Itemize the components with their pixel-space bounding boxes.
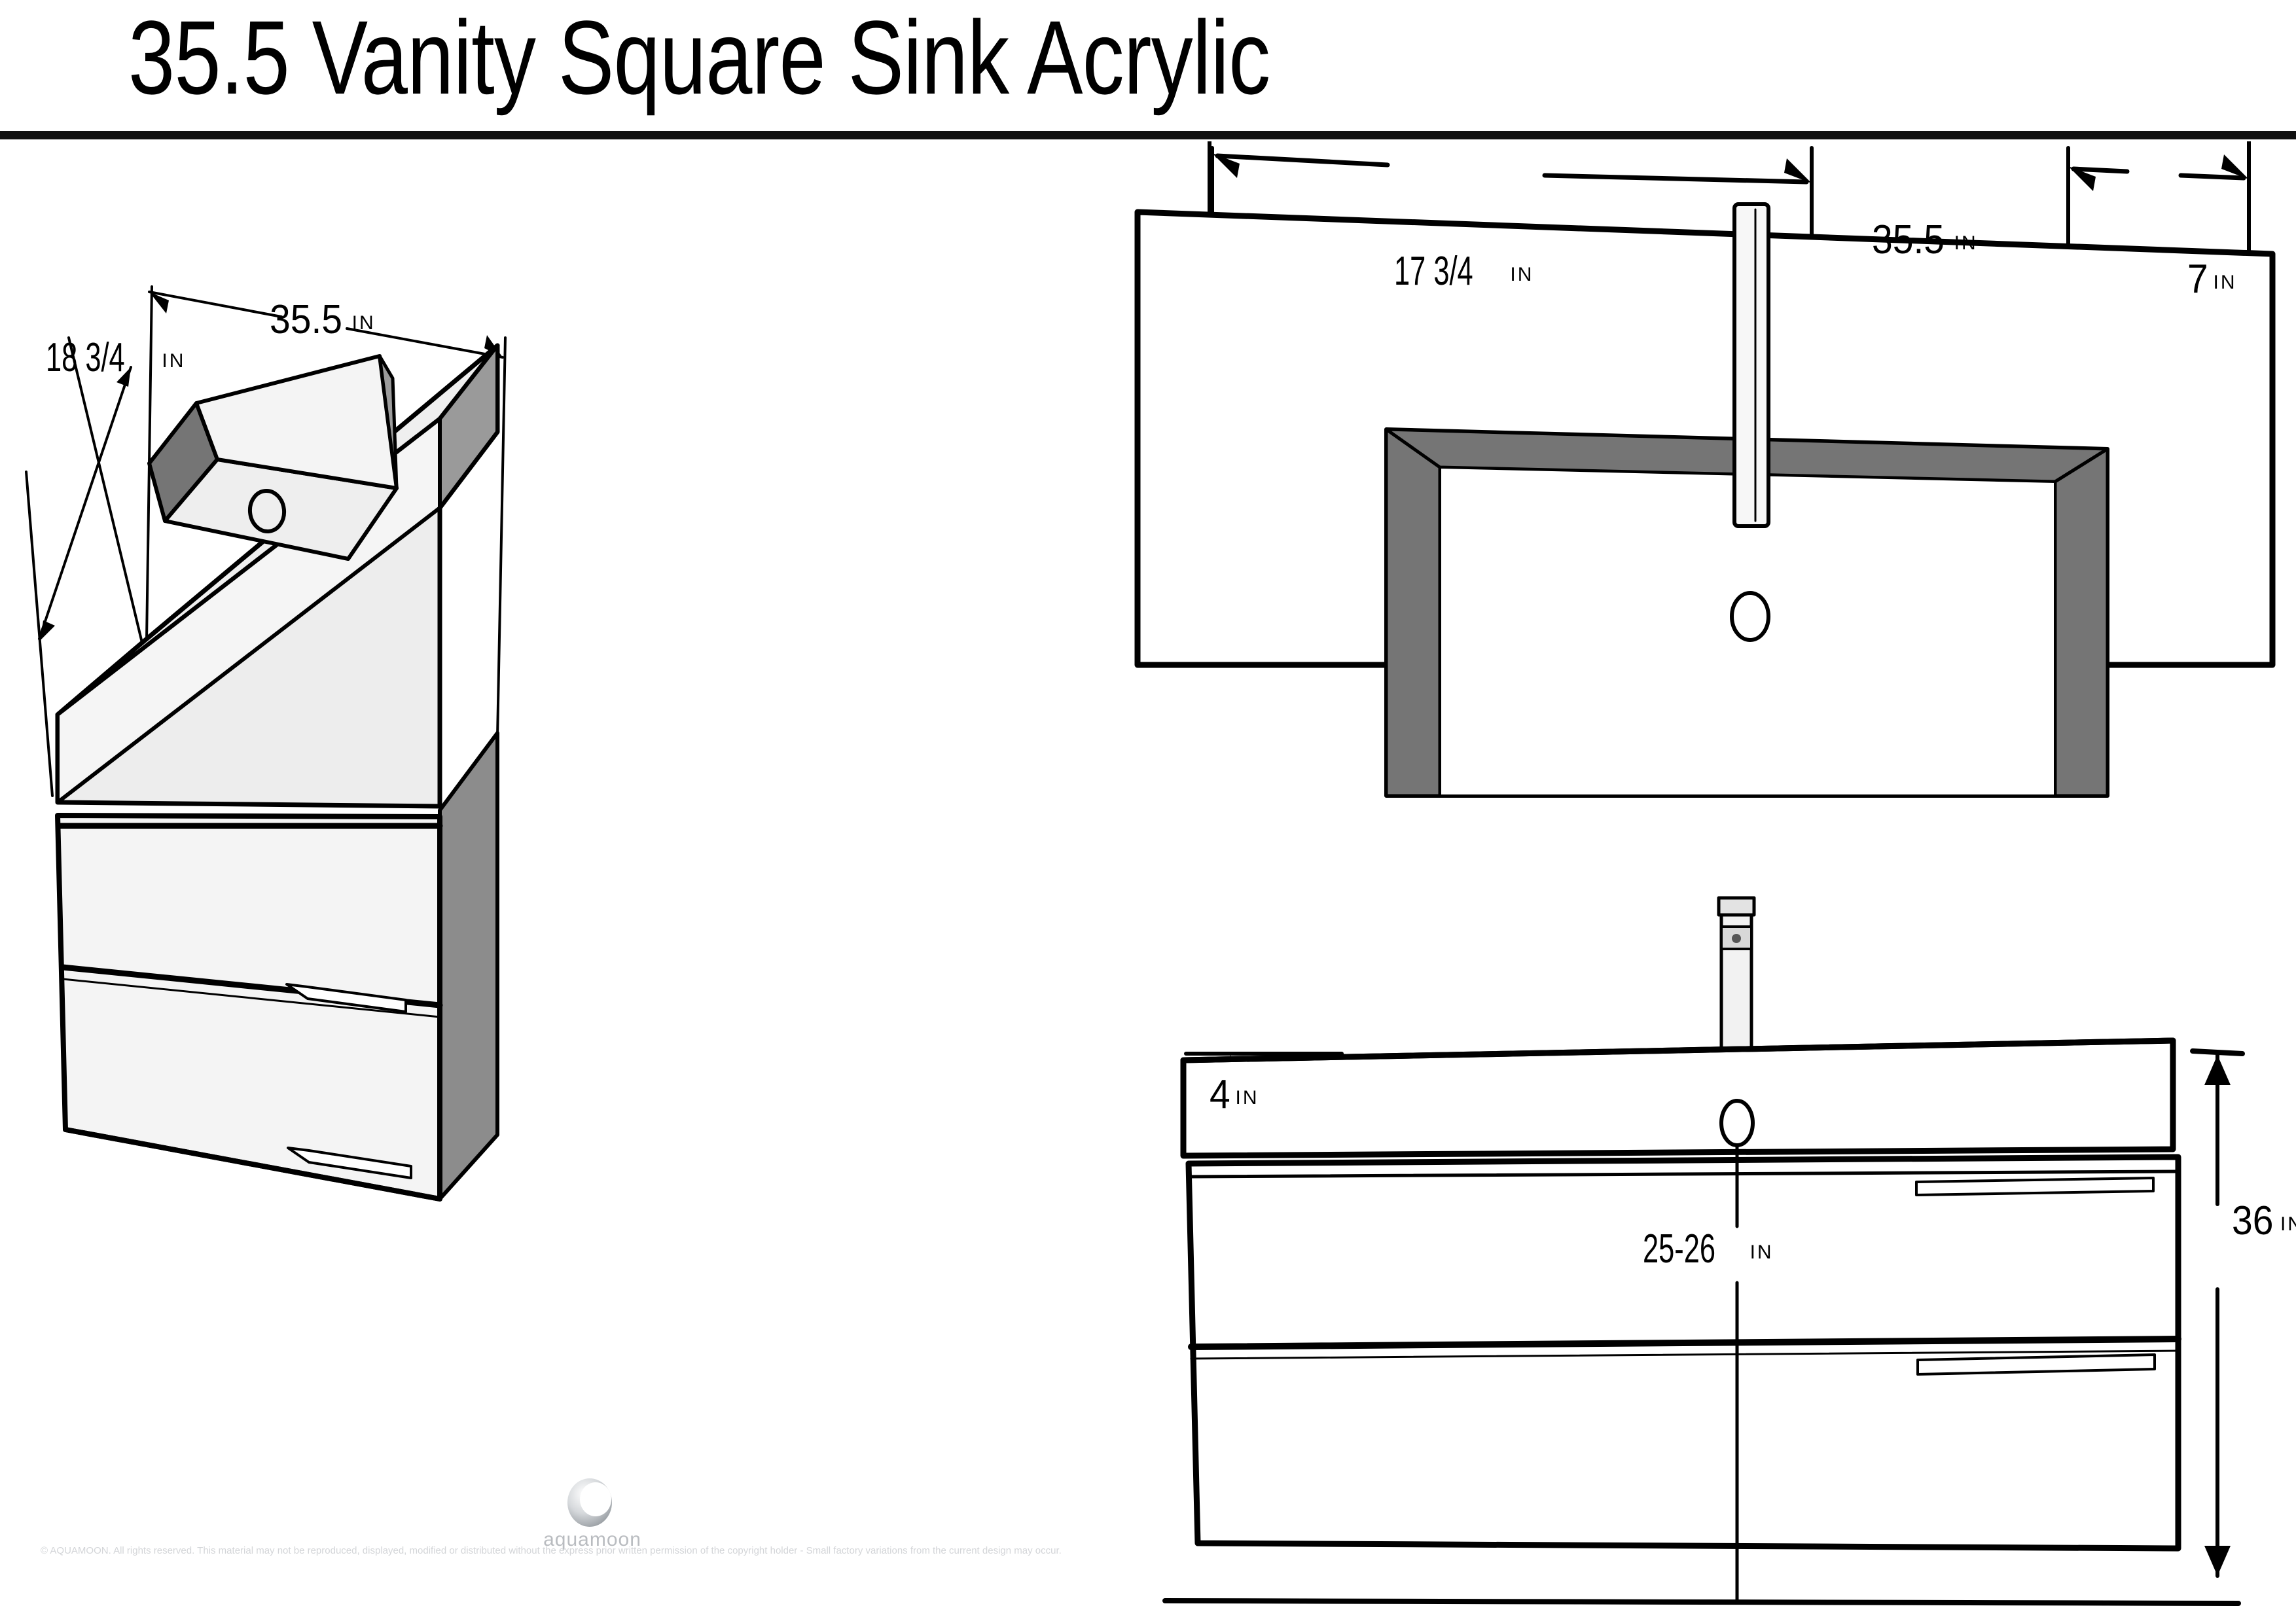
drain-hole	[247, 489, 287, 533]
floor-line	[1162, 1598, 2241, 1606]
faucet-plan	[1732, 202, 1770, 528]
drain-hole	[1719, 1099, 1755, 1147]
dim-label-overall-height: 36IN	[2232, 1198, 2296, 1243]
dim-line-depth	[25, 336, 144, 797]
header-divider	[0, 131, 2296, 139]
page-header: 35.5 Vanity Square Sink Acrylic	[0, 0, 2296, 141]
copyright-notice: © AQUAMOON. All rights reserved. This ma…	[41, 1545, 1062, 1556]
faucet-elevation	[1717, 896, 1756, 1057]
brand-wordmark: aquamoon	[543, 1529, 641, 1550]
drain-hole	[1730, 591, 1770, 642]
page-title: 35.5 Vanity Square Sink Acrylic	[128, 0, 1270, 116]
page-footer: aquamoon © AQUAMOON. All rights reserved…	[0, 1471, 2296, 1623]
brand-logo: aquamoon	[524, 1478, 661, 1553]
crescent-moon-icon	[567, 1478, 612, 1527]
